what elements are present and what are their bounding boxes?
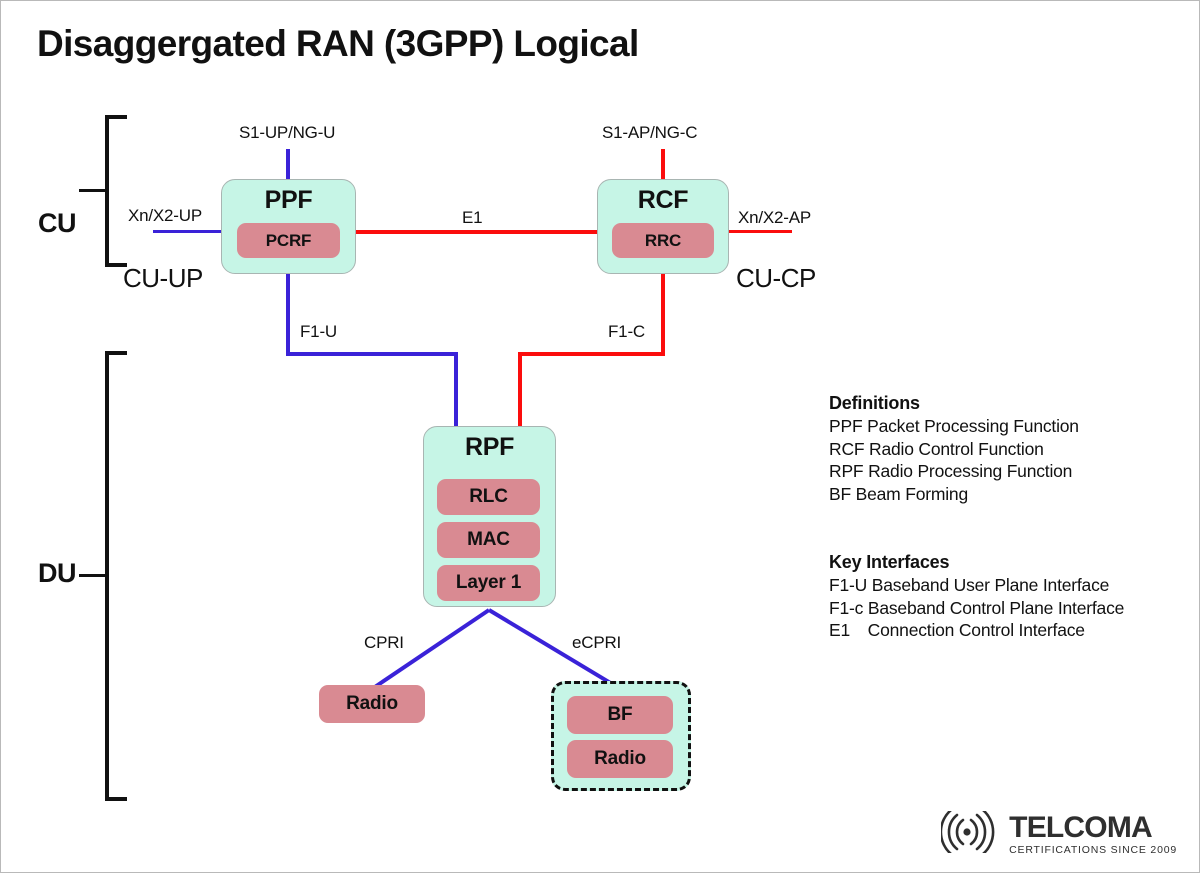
bracket-du-stub: [79, 574, 105, 577]
block-rlc[interactable]: RLC: [437, 479, 540, 515]
label-cu-cp: CU-CP: [736, 263, 816, 293]
legend-interface-row: E1 Connection Control Interface: [829, 619, 1124, 642]
label-s1-ap: S1-AP/NG-C: [602, 123, 698, 142]
logo-wordmark: TELCOMA CERTIFICATIONS SINCE 2009: [1009, 813, 1177, 856]
block-pcrf[interactable]: PCRF: [237, 223, 340, 258]
telcoma-logo: TELCOMA CERTIFICATIONS SINCE 2009: [939, 808, 1177, 858]
logo-brand: TELCOMA: [1009, 811, 1153, 845]
legend-definition-text: Packet Processing Function: [867, 416, 1079, 436]
legend-definition-row: BF Beam Forming: [829, 483, 1079, 506]
legend-definition-row: PPF Packet Processing Function: [829, 415, 1079, 438]
label-e1: E1: [462, 208, 483, 227]
node-rpf-title: RPF: [464, 433, 515, 461]
label-xn-x2-ap: Xn/X2-AP: [738, 208, 812, 227]
bracket-cu-stub: [79, 189, 105, 192]
link-f1-c-seg-vertical-lower: [518, 352, 522, 428]
legend-definition-text: Beam Forming: [855, 483, 969, 504]
label-cpri: CPRI: [364, 633, 404, 652]
legend-definition-text: Radio Processing Function: [868, 461, 1073, 481]
legend-definitions-heading: Definitions: [829, 393, 920, 413]
group-label-du: DU: [38, 558, 77, 588]
legend-definition-abbr: RCF: [829, 438, 865, 459]
block-radio-ecpri[interactable]: Radio: [567, 740, 673, 778]
block-rrc[interactable]: RRC: [612, 223, 714, 258]
legend-interfaces-heading: Key Interfaces: [829, 552, 950, 572]
label-ecpri: eCPRI: [572, 633, 622, 652]
legend-definition-text: Radio Control Function: [869, 438, 1044, 459]
legend-definitions: Definitions PPF Packet Processing Functi…: [829, 393, 1079, 505]
label-cu-up: CU-UP: [123, 263, 203, 293]
link-f1-u-seg-horizontal: [286, 352, 458, 356]
bracket-du-spine: [105, 351, 109, 801]
link-xn-x2-ap: [727, 230, 792, 233]
bracket-du-bottom-arm: [105, 797, 127, 801]
logo-tagline: CERTIFICATIONS SINCE 2009: [1009, 844, 1177, 857]
legend-interface-text: Baseband User Plane Interface: [871, 575, 1110, 595]
link-f1-u-seg-vertical-lower: [454, 352, 458, 428]
bracket-du-top-arm: [105, 351, 127, 355]
link-s1-ap: [661, 149, 665, 181]
legend-key-interfaces: Key Interfaces F1-U Baseband User Plane …: [829, 552, 1124, 642]
bracket-du: [79, 351, 127, 801]
legend-interface-abbr: F1-U: [829, 575, 868, 595]
link-xn-x2-up: [153, 230, 223, 233]
link-f1-c-seg-horizontal: [518, 352, 665, 356]
bracket-cu: [79, 115, 127, 267]
node-ppf-title: PPF: [264, 186, 313, 214]
legend-interface-text: Connection Control Interface: [867, 620, 1085, 640]
block-mac[interactable]: MAC: [437, 522, 540, 558]
legend-interface-row: F1-U Baseband User Plane Interface: [829, 574, 1124, 597]
block-radio-standalone[interactable]: Radio: [319, 685, 425, 723]
label-f1-c: F1-C: [608, 322, 645, 341]
link-s1-up: [286, 149, 290, 181]
node-rcf-title: RCF: [637, 186, 689, 214]
block-bf[interactable]: BF: [567, 696, 673, 734]
label-xn-x2-up: Xn/X2-UP: [128, 206, 202, 225]
label-f1-u: F1-U: [300, 322, 337, 341]
radio-wave-icon: [939, 808, 1005, 858]
legend-interface-abbr: E1: [829, 620, 851, 640]
bracket-cu-spine: [105, 115, 109, 267]
legend-interface-text: Baseband Control Plane Interface: [867, 597, 1125, 618]
legend-definition-row: RCF Radio Control Function: [829, 438, 1079, 461]
page-title: Disaggergated RAN (3GPP) Logical: [37, 23, 639, 64]
legend-interface-row: F1-c Baseband Control Plane Interface: [829, 597, 1124, 620]
label-s1-up: S1-UP/NG-U: [239, 123, 336, 142]
bracket-cu-top-arm: [105, 115, 127, 119]
legend-interface-abbr: F1-c: [829, 597, 864, 618]
bracket-cu-bottom-arm: [105, 263, 127, 267]
legend-definition-abbr: BF: [829, 483, 851, 504]
block-layer1[interactable]: Layer 1: [437, 565, 540, 601]
link-f1-u-seg-vertical-upper: [286, 271, 290, 353]
group-label-cu: CU: [38, 208, 77, 238]
link-e1: [353, 230, 601, 234]
link-f1-c-seg-vertical-upper: [661, 271, 665, 353]
legend-definition-abbr: RPF: [829, 461, 864, 481]
legend-definition-row: RPF Radio Processing Function: [829, 460, 1079, 483]
legend-definition-abbr: PPF: [829, 416, 863, 436]
